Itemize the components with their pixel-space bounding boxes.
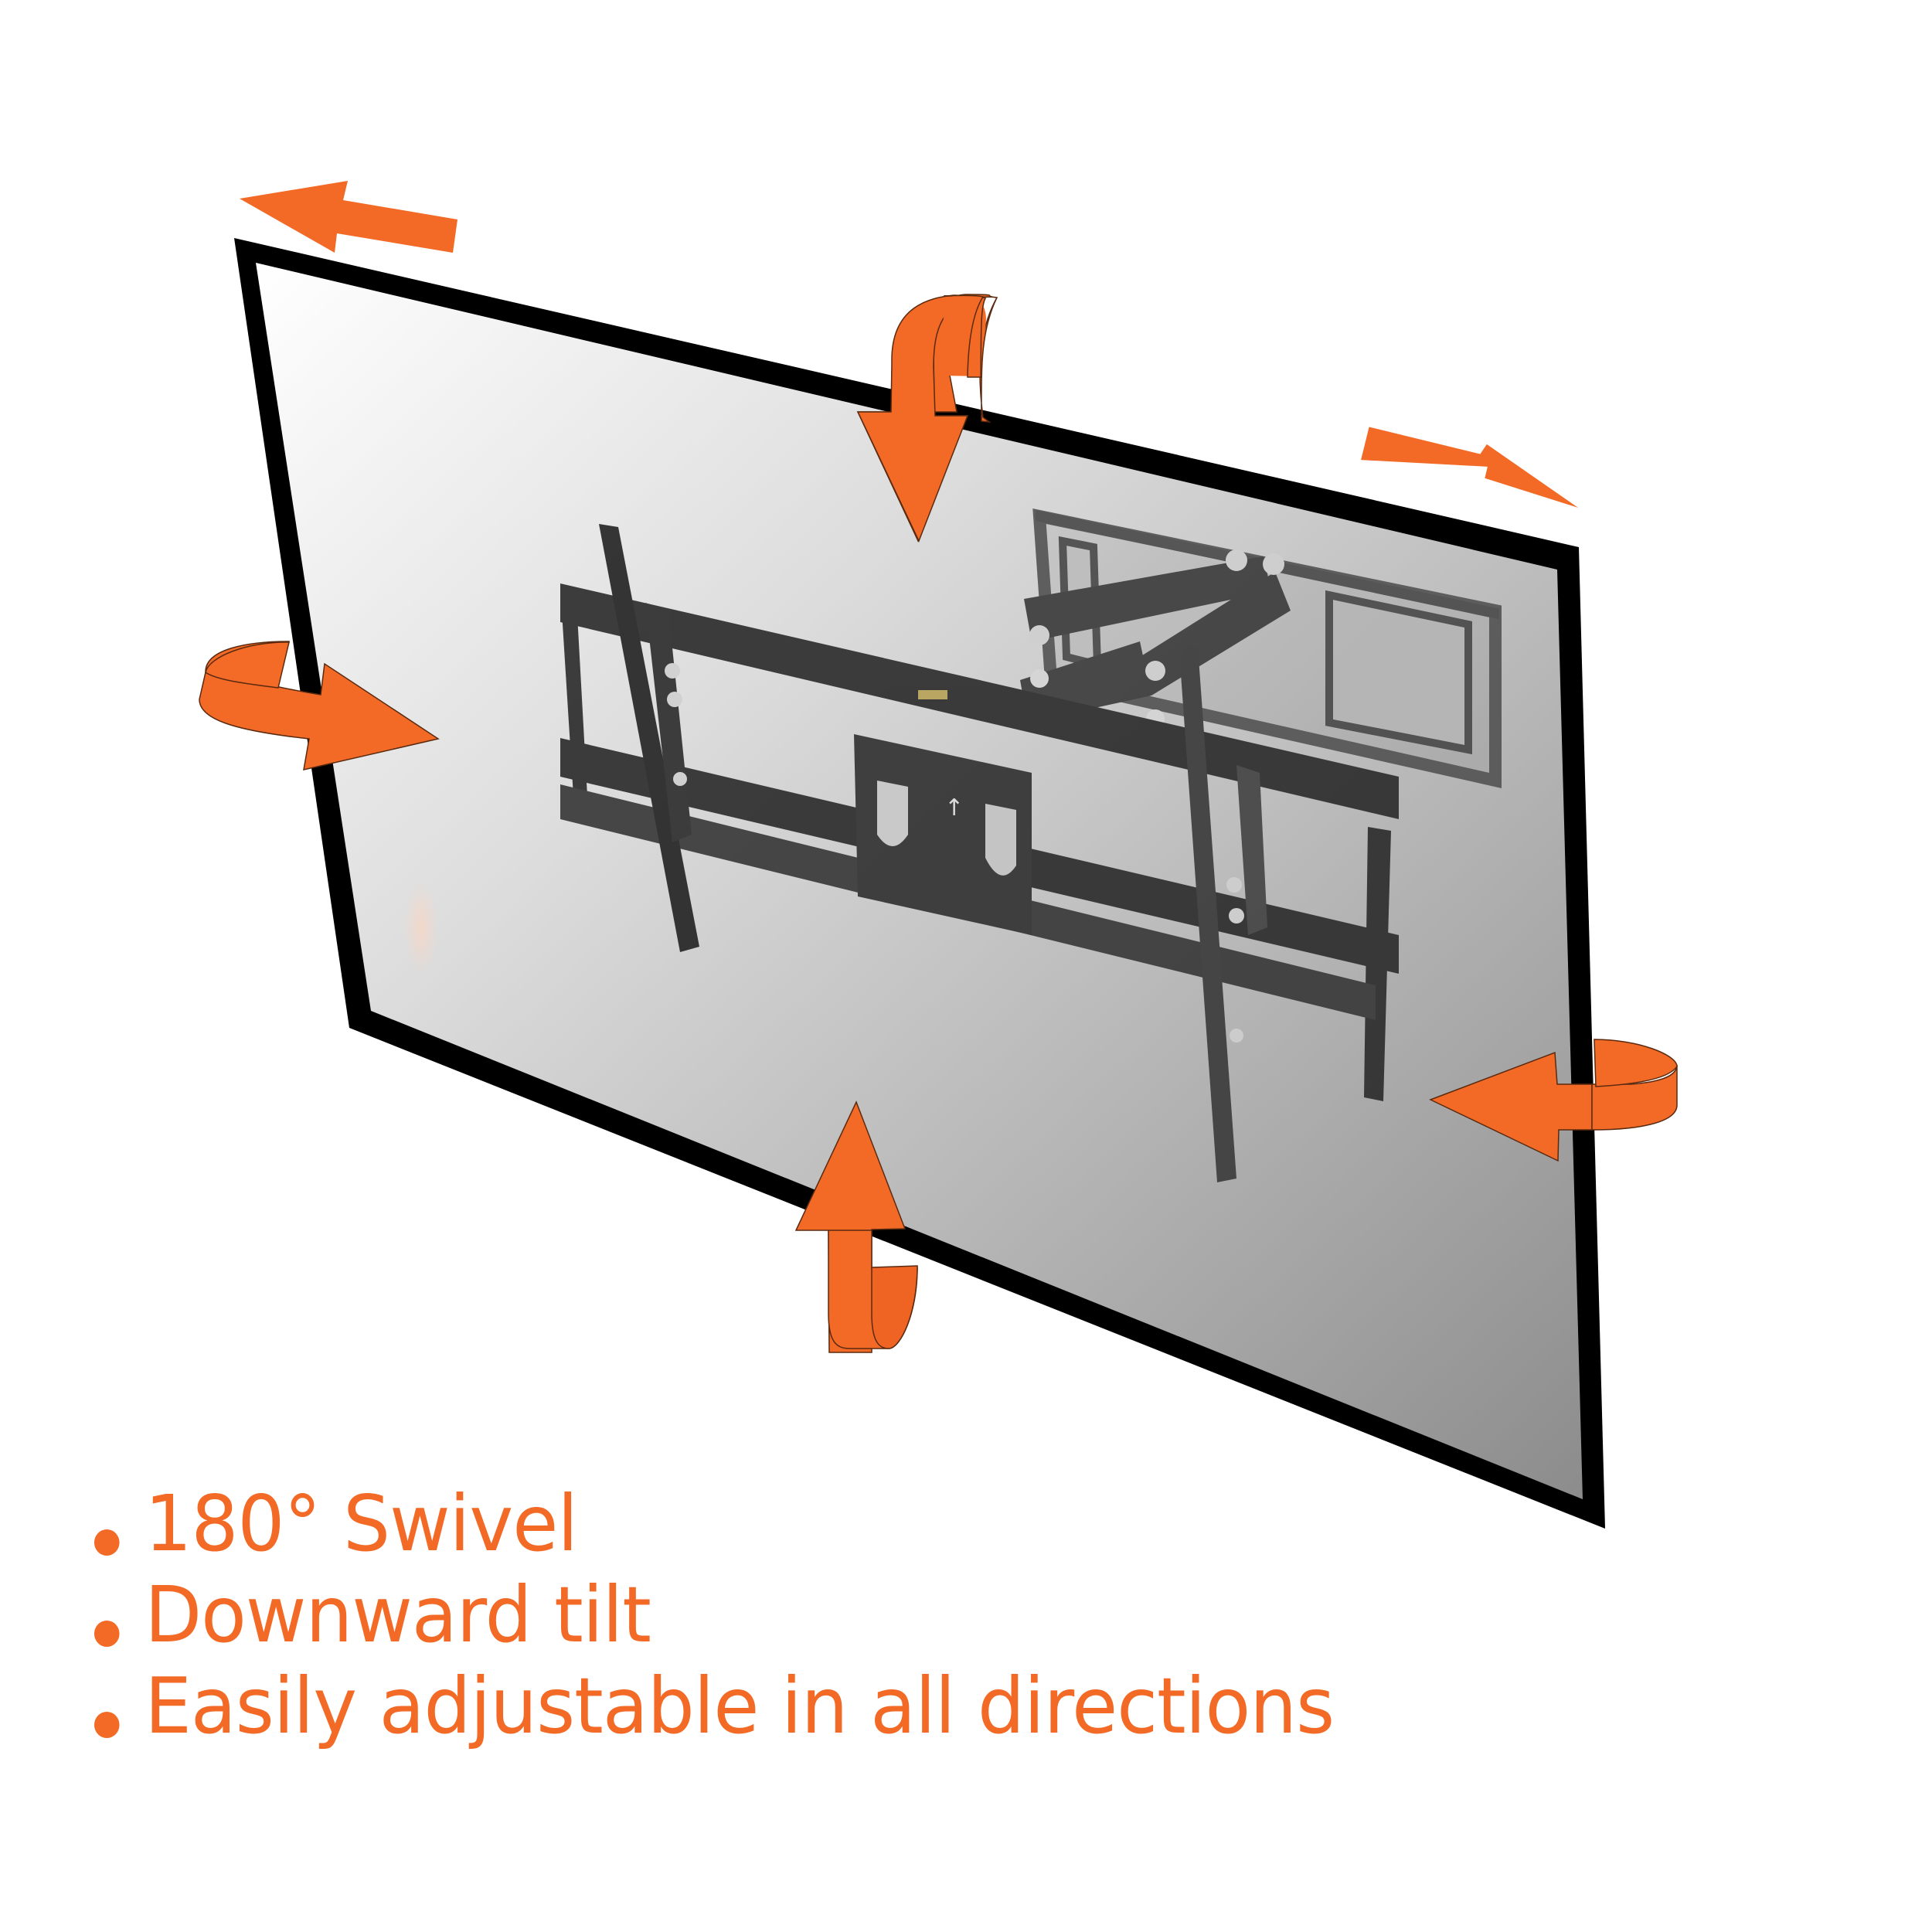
center-plate: ↑ [854,690,1032,935]
tilt-up-arrow-icon [794,1100,918,1353]
rotate-left-side-arrow-icon [199,641,440,770]
right-tilt-arm [1179,641,1267,1182]
bullet-icon [94,1712,120,1738]
feature-label: 180° Swivel [145,1478,578,1569]
swivel-right-arrow-icon [1361,427,1579,508]
tilt-down-arrow-icon [856,294,998,543]
swivel-left-arrow-icon [240,181,457,253]
rotate-right-side-arrow-icon [1429,1039,1678,1162]
screen-smudge [404,881,438,974]
left-tilt-arm [599,524,699,952]
feature-label: Downward tilt [145,1570,651,1660]
bubble-level [918,690,947,699]
bullet-icon [94,1529,120,1556]
wall-mount-bracket: ↑ [560,509,1502,1182]
up-arrow-mark: ↑ [944,794,964,821]
bullet-icon [94,1621,120,1647]
feature-label: Easily adjustable in all directions [145,1661,1335,1751]
